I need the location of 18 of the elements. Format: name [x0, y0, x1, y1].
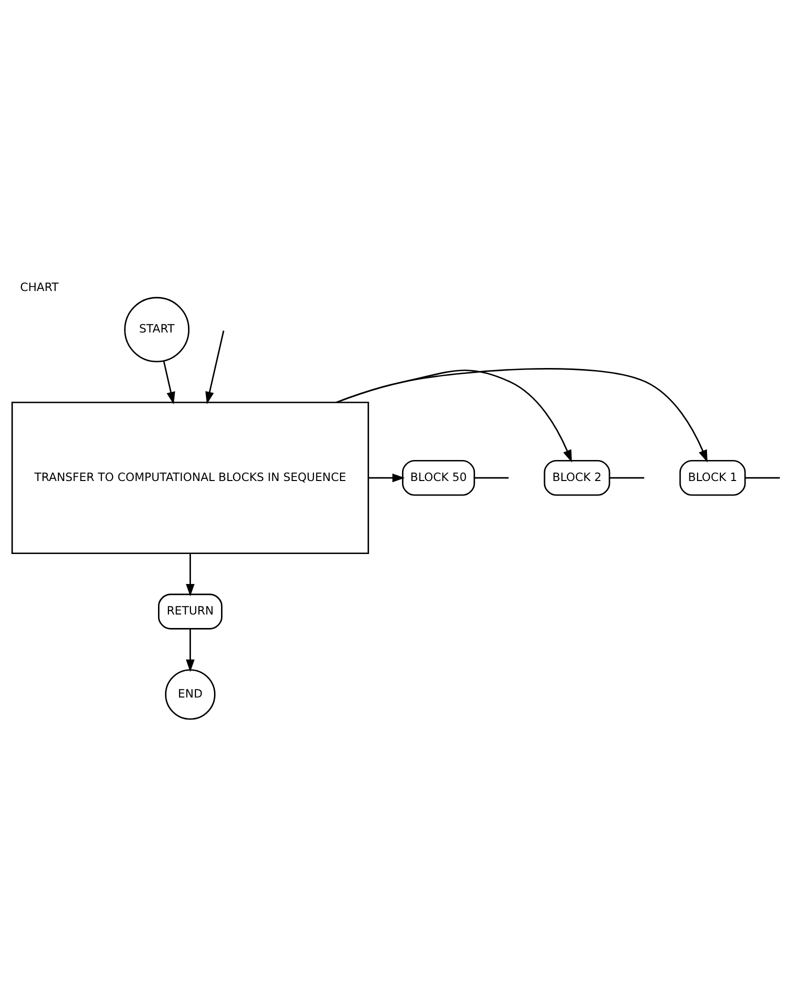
arrow: [163, 360, 176, 404]
arrow: [336, 369, 572, 462]
node-box: BLOCK 1: [679, 459, 746, 496]
arrow: [205, 330, 224, 404]
connector: [745, 476, 780, 478]
node-circle: START: [124, 296, 190, 362]
connector: [610, 476, 644, 478]
arrow: [336, 368, 708, 462]
node-box: BLOCK 50: [402, 459, 476, 496]
node-box: RETURN: [158, 593, 222, 629]
node-box: TRANSFER TO COMPUTATIONAL BLOCKS IN SEQUENCE: [11, 401, 370, 554]
node-circle: END: [164, 668, 216, 720]
diagram-title: CHART: [20, 279, 59, 294]
connector: [474, 476, 509, 478]
arrow: [368, 473, 405, 482]
arrow: [186, 628, 195, 672]
arrow: [186, 553, 195, 596]
node-box: BLOCK 2: [544, 459, 610, 496]
